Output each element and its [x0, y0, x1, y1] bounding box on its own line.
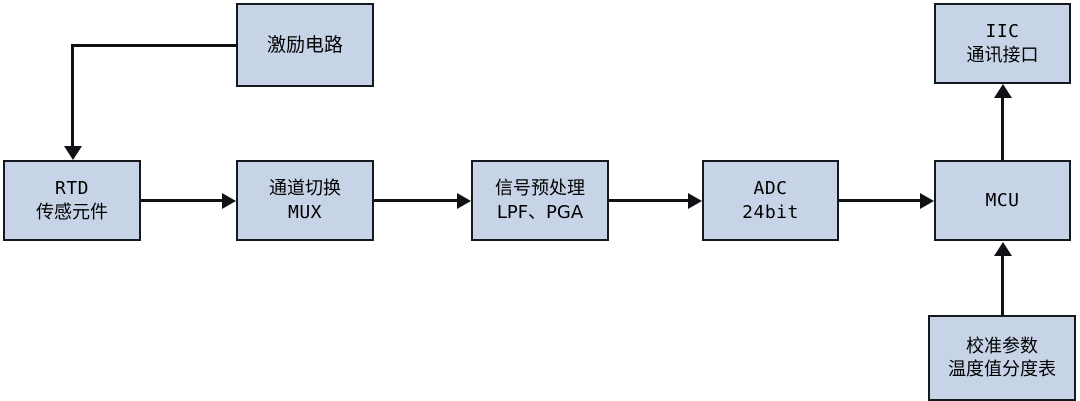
block-label-line1: 通道切换 [269, 178, 341, 200]
arrowhead-excitation-to-rtd [63, 146, 82, 160]
connector-excitation-to-rtd-horizontal [71, 44, 238, 47]
arrowhead-adc-to-mcu [920, 192, 934, 209]
connector-excitation-to-rtd-vertical [71, 44, 74, 148]
block-label-line2: MUX [287, 201, 322, 223]
block-rtd-sensor[interactable]: RTD 传感元件 [3, 160, 141, 241]
block-label-line1: 校准参数 [966, 335, 1038, 357]
block-label-line1: ADC [753, 178, 788, 200]
block-label-line2: LPF、PGA [496, 201, 584, 223]
arrowhead-mcu-to-iic [993, 84, 1012, 98]
connector-rtd-to-mux [141, 199, 223, 202]
block-label-line1: MCU [985, 189, 1020, 211]
connector-mcu-to-iic [1001, 96, 1004, 160]
block-label-line1: 信号预处理 [495, 178, 585, 200]
block-excitation-circuit[interactable]: 激励电路 [236, 3, 374, 87]
block-calibration-data[interactable]: 校准参数 温度值分度表 [928, 315, 1076, 401]
connector-mux-to-preprocessing [374, 199, 458, 202]
block-mcu[interactable]: MCU [934, 160, 1071, 241]
block-label-line1: RTD [54, 178, 89, 200]
arrowhead-preprocessing-to-adc [688, 192, 702, 209]
block-label-line2: 通讯接口 [966, 44, 1039, 66]
block-label-line2: 温度值分度表 [948, 359, 1056, 380]
block-channel-mux[interactable]: 通道切换 MUX [236, 160, 374, 241]
connector-preprocessing-to-adc [609, 199, 689, 202]
block-label-line1: IIC [985, 21, 1020, 43]
block-label-line2: 24bit [742, 201, 799, 223]
connector-calibration-to-mcu [1001, 256, 1004, 316]
block-signal-preprocessing[interactable]: 信号预处理 LPF、PGA [471, 160, 609, 241]
arrowhead-calibration-to-mcu [993, 242, 1012, 256]
block-iic-interface[interactable]: IIC 通讯接口 [934, 3, 1071, 84]
arrowhead-rtd-to-mux [222, 192, 236, 209]
block-label-line1: 激励电路 [266, 33, 343, 56]
block-label-line2: 传感元件 [36, 201, 108, 223]
arrowhead-mux-to-preprocessing [457, 192, 471, 209]
block-adc[interactable]: ADC 24bit [702, 160, 839, 241]
connector-adc-to-mcu [839, 199, 921, 202]
